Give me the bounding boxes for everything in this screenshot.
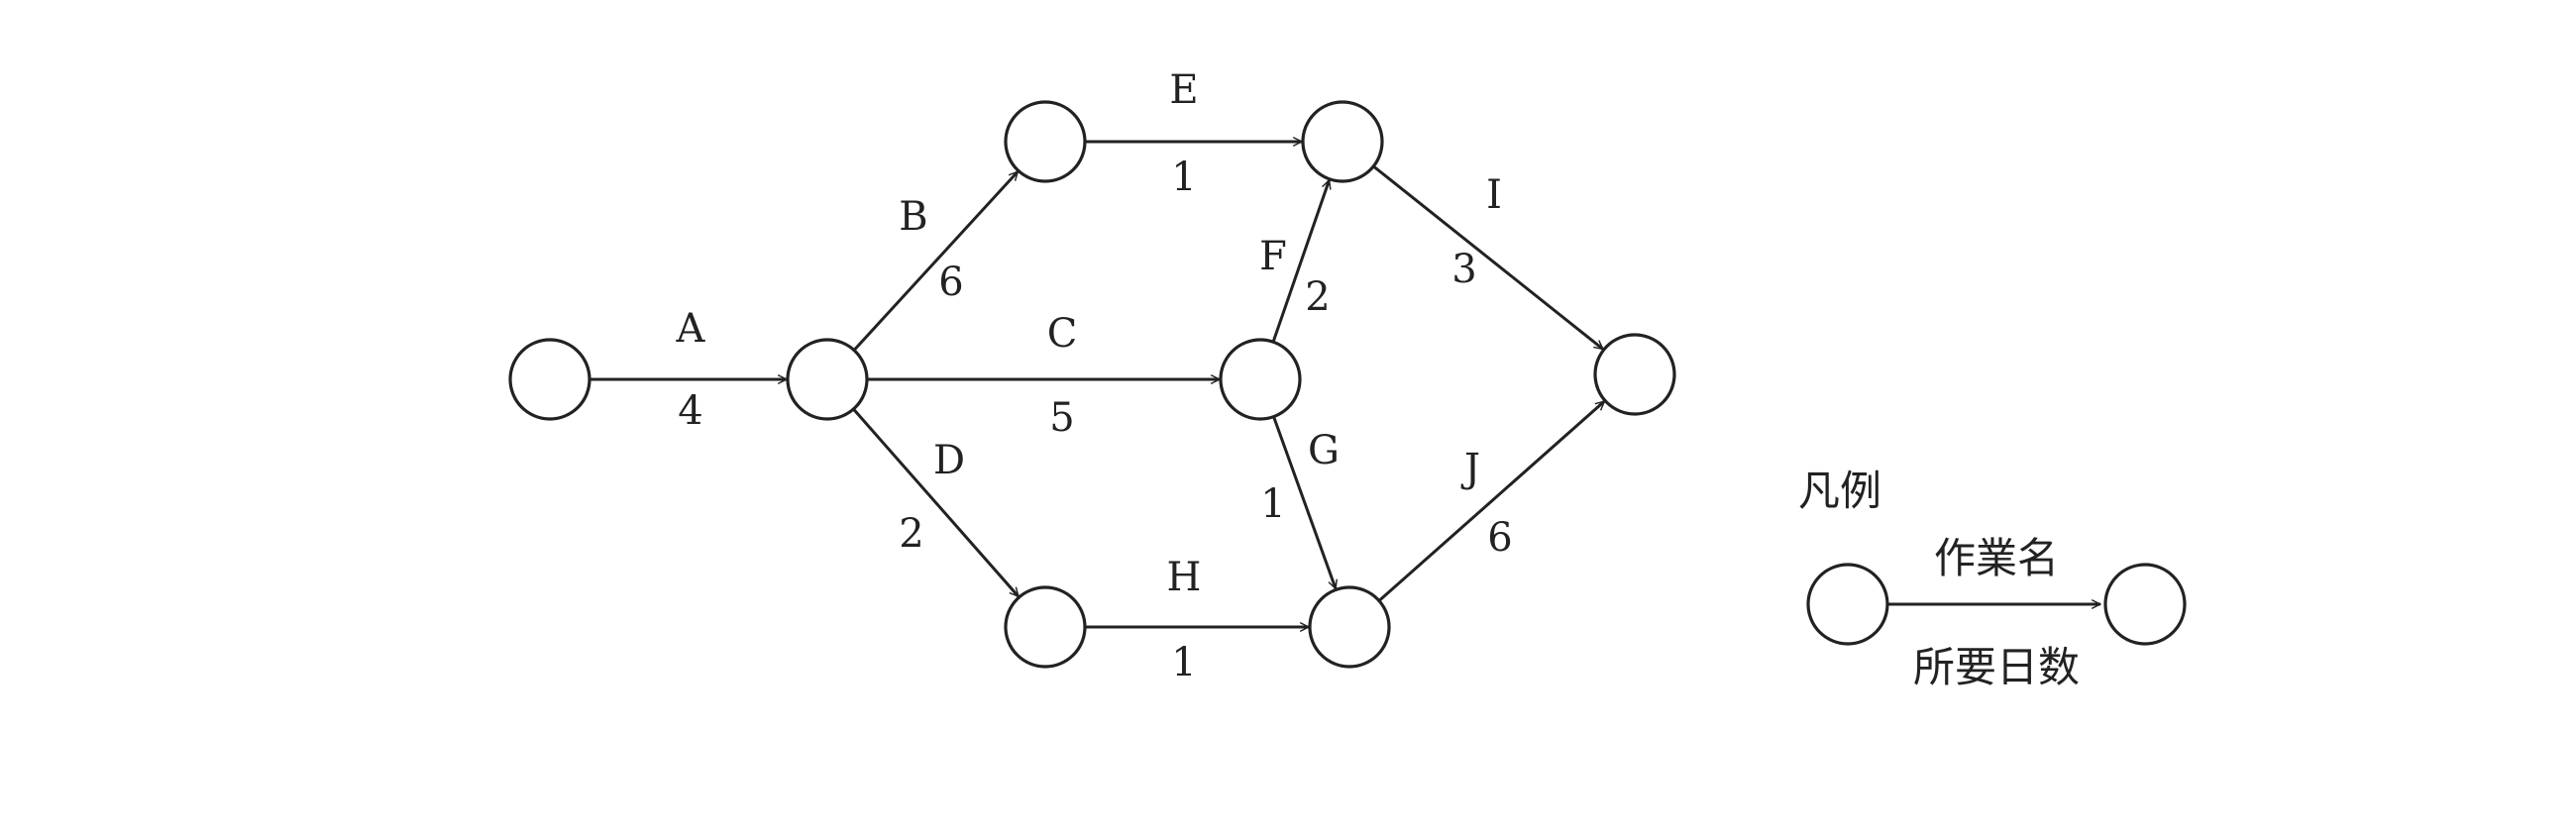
activity-name-f: F — [1259, 234, 1287, 279]
activity-name-i: I — [1486, 172, 1502, 218]
event-node-n8 — [1593, 333, 1676, 416]
event-nodes — [508, 100, 1676, 669]
activity-arrow-g — [1272, 416, 1337, 589]
event-node-n2 — [786, 338, 869, 421]
activity-name-j: J — [1460, 446, 1480, 491]
activity-arrow-b — [852, 171, 1020, 352]
activity-arrow-i — [1372, 164, 1603, 351]
legend-end-node — [2103, 563, 2187, 646]
legend-activity-name: 作業名 — [1934, 534, 2059, 582]
event-node-n6 — [1004, 585, 1087, 669]
event-node-n7 — [1308, 585, 1391, 669]
activity-arrow-d — [852, 408, 1020, 596]
activity-days-c: 5 — [1049, 395, 1074, 441]
activity-days-i: 3 — [1451, 247, 1476, 292]
activity-days-d: 2 — [899, 511, 923, 557]
activity-days-f: 2 — [1305, 274, 1330, 320]
activity-arrow-j — [1377, 400, 1604, 602]
activity-days-j: 6 — [1487, 515, 1512, 561]
activity-name-g: G — [1308, 428, 1340, 473]
legend: 凡例 作業名 所要日数 — [1798, 467, 2187, 691]
activity-arrows — [590, 142, 1604, 627]
activity-name-d: D — [933, 438, 965, 483]
activity-arrow-f — [1271, 180, 1330, 343]
event-node-n4 — [1301, 100, 1384, 183]
activity-name-e: E — [1169, 67, 1198, 113]
activity-days-b: 6 — [938, 260, 963, 305]
event-node-n3 — [1004, 100, 1087, 183]
activity-name-h: H — [1167, 555, 1202, 600]
activity-days-e: 1 — [1171, 155, 1196, 200]
activity-name-b: B — [899, 194, 927, 240]
legend-required-days: 所要日数 — [1913, 643, 2080, 691]
activity-name-c: C — [1047, 311, 1078, 357]
activity-days-h: 1 — [1171, 640, 1196, 685]
activity-days-a: 4 — [678, 388, 702, 434]
legend-title: 凡例 — [1798, 467, 1881, 515]
activity-name-a: A — [676, 306, 706, 352]
event-node-n5 — [1219, 338, 1302, 421]
activity-days-g: 1 — [1260, 481, 1285, 527]
legend-start-node — [1806, 563, 1889, 646]
event-node-n1 — [508, 338, 591, 421]
